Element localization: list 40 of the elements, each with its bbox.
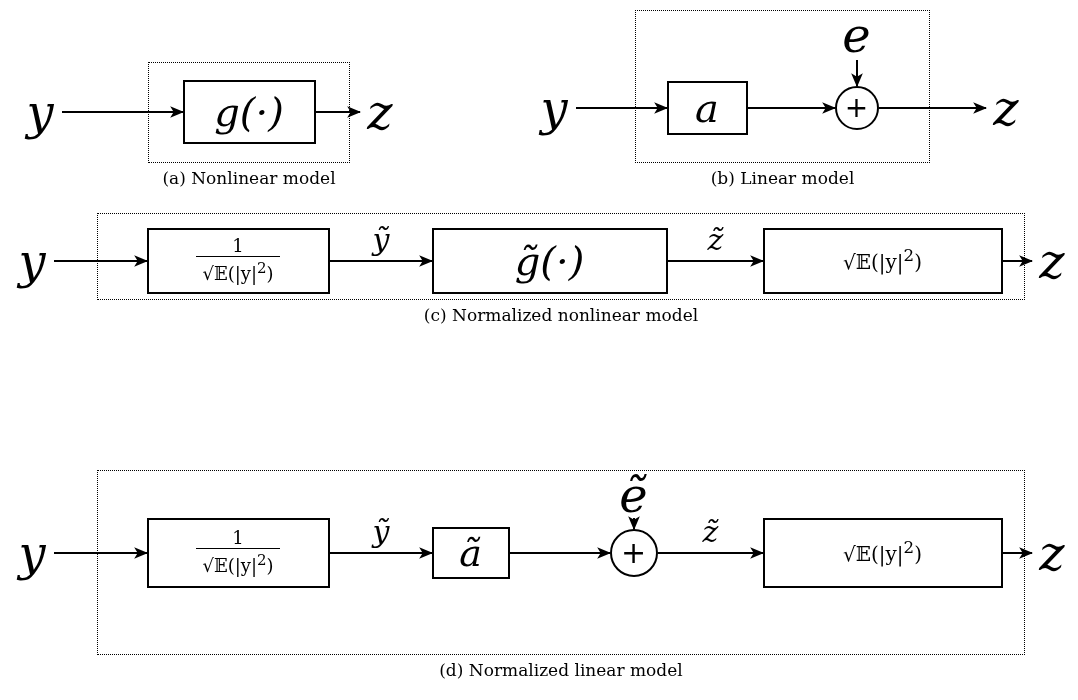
signal-arrow — [628, 516, 640, 531]
block-box — [146, 227, 330, 294]
summing-junction: + — [834, 85, 879, 130]
signal-label: y — [532, 80, 576, 136]
signal-label: y — [10, 233, 54, 289]
fraction-numerator: 1 — [231, 528, 245, 549]
fraction-numerator: 1 — [231, 236, 245, 257]
signal-arrow — [1002, 547, 1034, 559]
figure-caption: (b) Linear model — [709, 168, 856, 188]
signal-label: z — [986, 80, 1026, 136]
block-box — [666, 80, 748, 135]
block-box — [762, 227, 1003, 294]
math-text: √𝔼(|y|$^{2}$) — [843, 248, 922, 273]
block-box — [431, 526, 510, 579]
figure-caption: (a) Nonlinear model — [161, 168, 337, 188]
fraction-denominator: √𝔼(|y|$^{2}$) — [196, 548, 280, 577]
math-text: a — [695, 87, 719, 128]
block-box — [762, 517, 1003, 588]
math-text: ã — [459, 533, 482, 572]
block-box — [182, 79, 316, 144]
fraction-denominator: √𝔼(|y|$^{2}$) — [196, 256, 280, 285]
edge-label: ỹ — [370, 225, 392, 255]
summing-junction: + — [609, 528, 658, 577]
signal-arrow — [1002, 255, 1034, 267]
math-text: √𝔼(|y|$^{2}$) — [843, 540, 922, 565]
signal-label: e — [834, 9, 879, 60]
signal-arrow — [878, 102, 988, 114]
signal-label: z — [360, 84, 400, 140]
signal-label: z — [1032, 233, 1072, 289]
signal-arrow — [851, 59, 863, 88]
figure-caption: (d) Normalized linear model — [438, 660, 684, 680]
edge-label: ỹ — [370, 517, 392, 547]
signal-label: z — [1032, 525, 1072, 581]
signal-label: y — [18, 84, 62, 140]
block-box — [431, 227, 668, 294]
signal-label: ẽ — [611, 471, 656, 518]
figure-caption: (c) Normalized nonlinear model — [422, 305, 700, 325]
signal-arrow — [315, 106, 362, 118]
signal-label: y — [10, 525, 54, 581]
block-box — [146, 517, 330, 588]
